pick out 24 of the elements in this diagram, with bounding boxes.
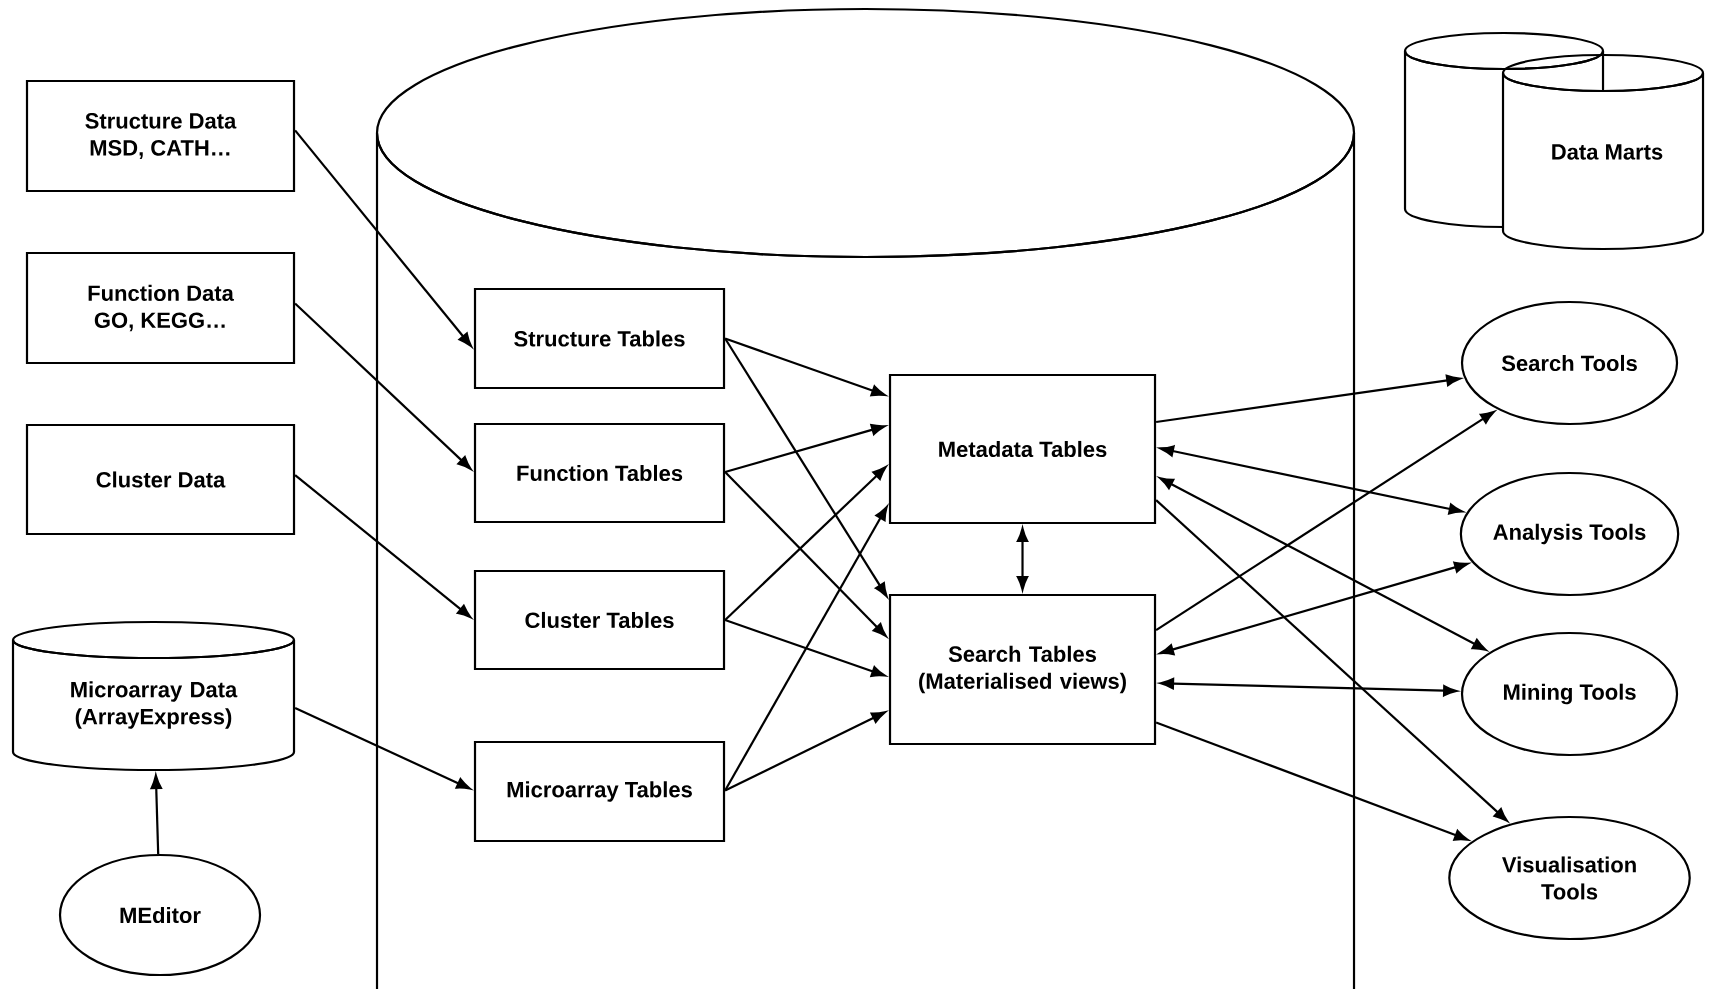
arrow (1155, 721, 1469, 841)
arrow (724, 337, 888, 598)
process-box: Search Tables (Materialised views) (888, 593, 1157, 746)
process-box: Metadata Tables (888, 373, 1157, 525)
data-mart-cylinders: Data Marts (1403, 31, 1705, 251)
process-box: Structure Data MSD, CATH… (25, 79, 296, 193)
node-label: Data Marts (1552, 144, 1663, 160)
process-box: Cluster Data (25, 423, 296, 536)
arrow (724, 337, 886, 397)
arrow (294, 302, 472, 470)
arrow (150, 774, 162, 854)
arrow (724, 618, 886, 677)
arrow (294, 707, 471, 790)
process-box: Microarray Tables (473, 740, 726, 843)
arrow (724, 424, 886, 474)
arrow (294, 474, 472, 619)
arrow (1159, 677, 1458, 697)
process-box: Function Data GO, KEGG… (25, 251, 296, 365)
database-cylinder: Microarray Data (ArrayExpress) (11, 620, 296, 772)
process-box: Structure Tables (473, 287, 726, 390)
arrow (1155, 374, 1461, 424)
process-box: Function Tables (473, 422, 726, 524)
arrow (294, 129, 473, 348)
process-box: Cluster Tables (473, 569, 726, 671)
